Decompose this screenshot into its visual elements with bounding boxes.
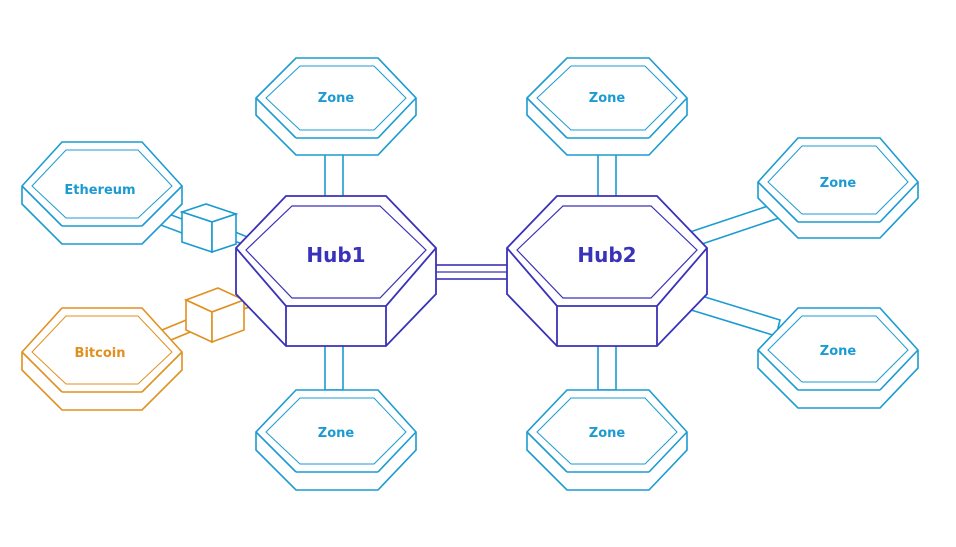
zone-hub1-top[interactable]: Zone xyxy=(255,57,417,156)
zone-hub2-lower-right[interactable]: Zone xyxy=(757,307,919,409)
ethereum-chain[interactable]: Ethereum xyxy=(21,141,183,245)
hub2[interactable]: Hub2 xyxy=(506,195,708,347)
bitcoin-chain[interactable]: Bitcoin xyxy=(21,307,183,411)
hub2-label: Hub2 xyxy=(577,243,636,267)
zone-hub1-bottom[interactable]: Zone xyxy=(255,389,417,491)
zone-label: Zone xyxy=(589,426,626,441)
zone-label: Zone xyxy=(820,344,857,359)
zone-label: Zone xyxy=(589,91,626,106)
hub1[interactable]: Hub1 xyxy=(235,195,437,347)
hub1-label: Hub1 xyxy=(306,243,365,267)
zone-hub2-top[interactable]: Zone xyxy=(526,57,688,156)
zone-label: Zone xyxy=(820,176,857,191)
zone-hub2-bottom[interactable]: Zone xyxy=(526,389,688,491)
ethereum-label: Ethereum xyxy=(64,183,135,198)
zone-label: Zone xyxy=(318,91,355,106)
link-hub1-hub2 xyxy=(431,264,513,280)
bitcoin-label: Bitcoin xyxy=(75,346,126,361)
zone-label: Zone xyxy=(318,426,355,441)
zone-hub2-upper-right[interactable]: Zone xyxy=(757,137,919,239)
